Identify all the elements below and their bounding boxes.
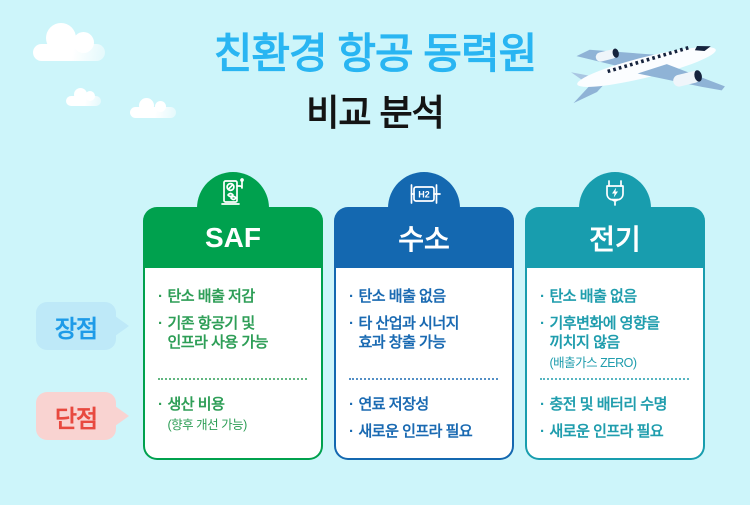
card-electric-header: 전기 bbox=[525, 207, 705, 268]
cloud-icon bbox=[66, 88, 101, 106]
list-item: · 기후변화에 영향을 끼치지 않음 (배출가스 ZERO) bbox=[540, 314, 695, 371]
con-text: 연료 저장성 bbox=[358, 396, 430, 413]
bullet-glyph: · bbox=[349, 288, 354, 305]
con-text: 생산 비용 (향후 개선 가능) bbox=[167, 396, 248, 432]
card-saf-cons: · 생산 비용 (향후 개선 가능) bbox=[158, 395, 313, 433]
list-item: · 새로운 인프라 필요 bbox=[349, 422, 504, 442]
bullet-glyph: · bbox=[540, 314, 545, 332]
list-item: · 충전 및 배터리 수명 bbox=[540, 395, 695, 415]
con-text: 새로운 인프라 필요 bbox=[549, 422, 664, 440]
list-item: · 새로운 인프라 필요 bbox=[540, 422, 695, 442]
list-item: · 타 산업과 시너지 효과 창출 가능 bbox=[349, 314, 504, 353]
card-electric-body: · 탄소 배출 없음 · 기후변화에 영향을 끼치지 않음 (배출가스 ZERO… bbox=[525, 268, 705, 460]
bullet-glyph: · bbox=[158, 396, 163, 413]
card-saf: SAF · 탄소 배출 저감 · 기존 항공기 및 인프라 사용 가능 bbox=[143, 172, 323, 460]
pro-text: 타 산업과 시너지 효과 창출 가능 bbox=[358, 314, 460, 352]
pro-text: 기후변화에 영향을 끼치지 않음 (배출가스 ZERO) bbox=[549, 314, 661, 370]
list-item: · 탄소 배출 없음 bbox=[349, 287, 504, 307]
bullet-glyph: · bbox=[540, 396, 545, 413]
card-saf-header: SAF bbox=[143, 207, 323, 268]
card-saf-title: SAF bbox=[205, 221, 261, 253]
hydrogen-icon-label: H2 bbox=[418, 190, 430, 200]
airplane-svg bbox=[571, 45, 725, 104]
card-electric: 전기 · 탄소 배출 없음 · 기후변화에 영향을 끼치지 않음 (배출가스 Z… bbox=[525, 172, 705, 460]
pros-cons-divider bbox=[158, 378, 307, 380]
bullet-glyph: · bbox=[158, 288, 163, 305]
electric-plug-icon bbox=[579, 172, 651, 208]
pro-text: 기존 항공기 및 인프라 사용 가능 bbox=[167, 314, 269, 352]
pros-cons-divider bbox=[349, 378, 498, 380]
bullet-glyph: · bbox=[349, 396, 354, 413]
list-item: · 기존 항공기 및 인프라 사용 가능 bbox=[158, 314, 313, 353]
card-hydrogen-title: 수소 bbox=[398, 223, 450, 255]
pro-text: 탄소 배출 없음 bbox=[549, 288, 638, 305]
list-item: · 연료 저장성 bbox=[349, 395, 504, 415]
bullet-glyph: · bbox=[540, 288, 545, 305]
card-electric-pros: · 탄소 배출 없음 · 기후변화에 영향을 끼치지 않음 (배출가스 ZERO… bbox=[540, 287, 695, 378]
disadvantage-label: 단점 bbox=[54, 405, 98, 433]
card-electric-title: 전기 bbox=[589, 223, 641, 255]
page-title: 친환경 항공 동력원 bbox=[213, 30, 537, 77]
bullet-glyph: · bbox=[158, 314, 163, 332]
con-text: 충전 및 배터리 수명 bbox=[549, 396, 668, 413]
list-item: · 탄소 배출 저감 bbox=[158, 287, 313, 307]
card-saf-body: · 탄소 배출 저감 · 기존 항공기 및 인프라 사용 가능 · 생산 비용 bbox=[143, 268, 323, 460]
pros-cons-divider bbox=[540, 378, 689, 380]
bullet-glyph: · bbox=[540, 422, 545, 440]
list-item: · 탄소 배출 없음 bbox=[540, 287, 695, 307]
page-subtitle: 비교 분석 bbox=[306, 92, 444, 134]
cloud-icon bbox=[33, 23, 105, 61]
advantage-label: 장점 bbox=[54, 315, 98, 343]
header: 친환경 항공 동력원 비교 분석 bbox=[0, 30, 750, 136]
bullet-glyph: · bbox=[349, 314, 354, 332]
disadvantage-label-bubble: 단점 bbox=[36, 392, 116, 440]
card-hydrogen-pros: · 탄소 배출 없음 · 타 산업과 시너지 효과 창출 가능 bbox=[349, 287, 504, 378]
card-hydrogen-body: · 탄소 배출 없음 · 타 산업과 시너지 효과 창출 가능 · 연료 저장성 bbox=[334, 268, 514, 460]
pro-text: 탄소 배출 저감 bbox=[167, 288, 256, 305]
cloud-icon bbox=[130, 98, 176, 118]
card-saf-pros: · 탄소 배출 저감 · 기존 항공기 및 인프라 사용 가능 bbox=[158, 287, 313, 378]
hydrogen-tank-icon: H2 bbox=[388, 172, 460, 208]
card-electric-cons: · 충전 및 배터리 수명 · 새로운 인프라 필요 bbox=[540, 395, 695, 441]
list-item: · 생산 비용 (향후 개선 가능) bbox=[158, 395, 313, 433]
card-hydrogen-header: 수소 bbox=[334, 207, 514, 268]
con-text: 새로운 인프라 필요 bbox=[358, 422, 473, 440]
fuel-pump-eco-icon bbox=[197, 172, 269, 208]
card-hydrogen-cons: · 연료 저장성 · 새로운 인프라 필요 bbox=[349, 395, 504, 441]
airplane-icon bbox=[565, 20, 730, 122]
pro-text: 탄소 배출 없음 bbox=[358, 288, 447, 305]
bullet-glyph: · bbox=[349, 422, 354, 440]
card-hydrogen: H2 수소 · 탄소 배출 없음 · 타 산업과 시너지 효과 창출 가능 bbox=[334, 172, 514, 460]
advantage-label-bubble: 장점 bbox=[36, 302, 116, 350]
con-note: (향후 개선 가능) bbox=[167, 417, 248, 432]
pro-note: (배출가스 ZERO) bbox=[549, 355, 638, 370]
